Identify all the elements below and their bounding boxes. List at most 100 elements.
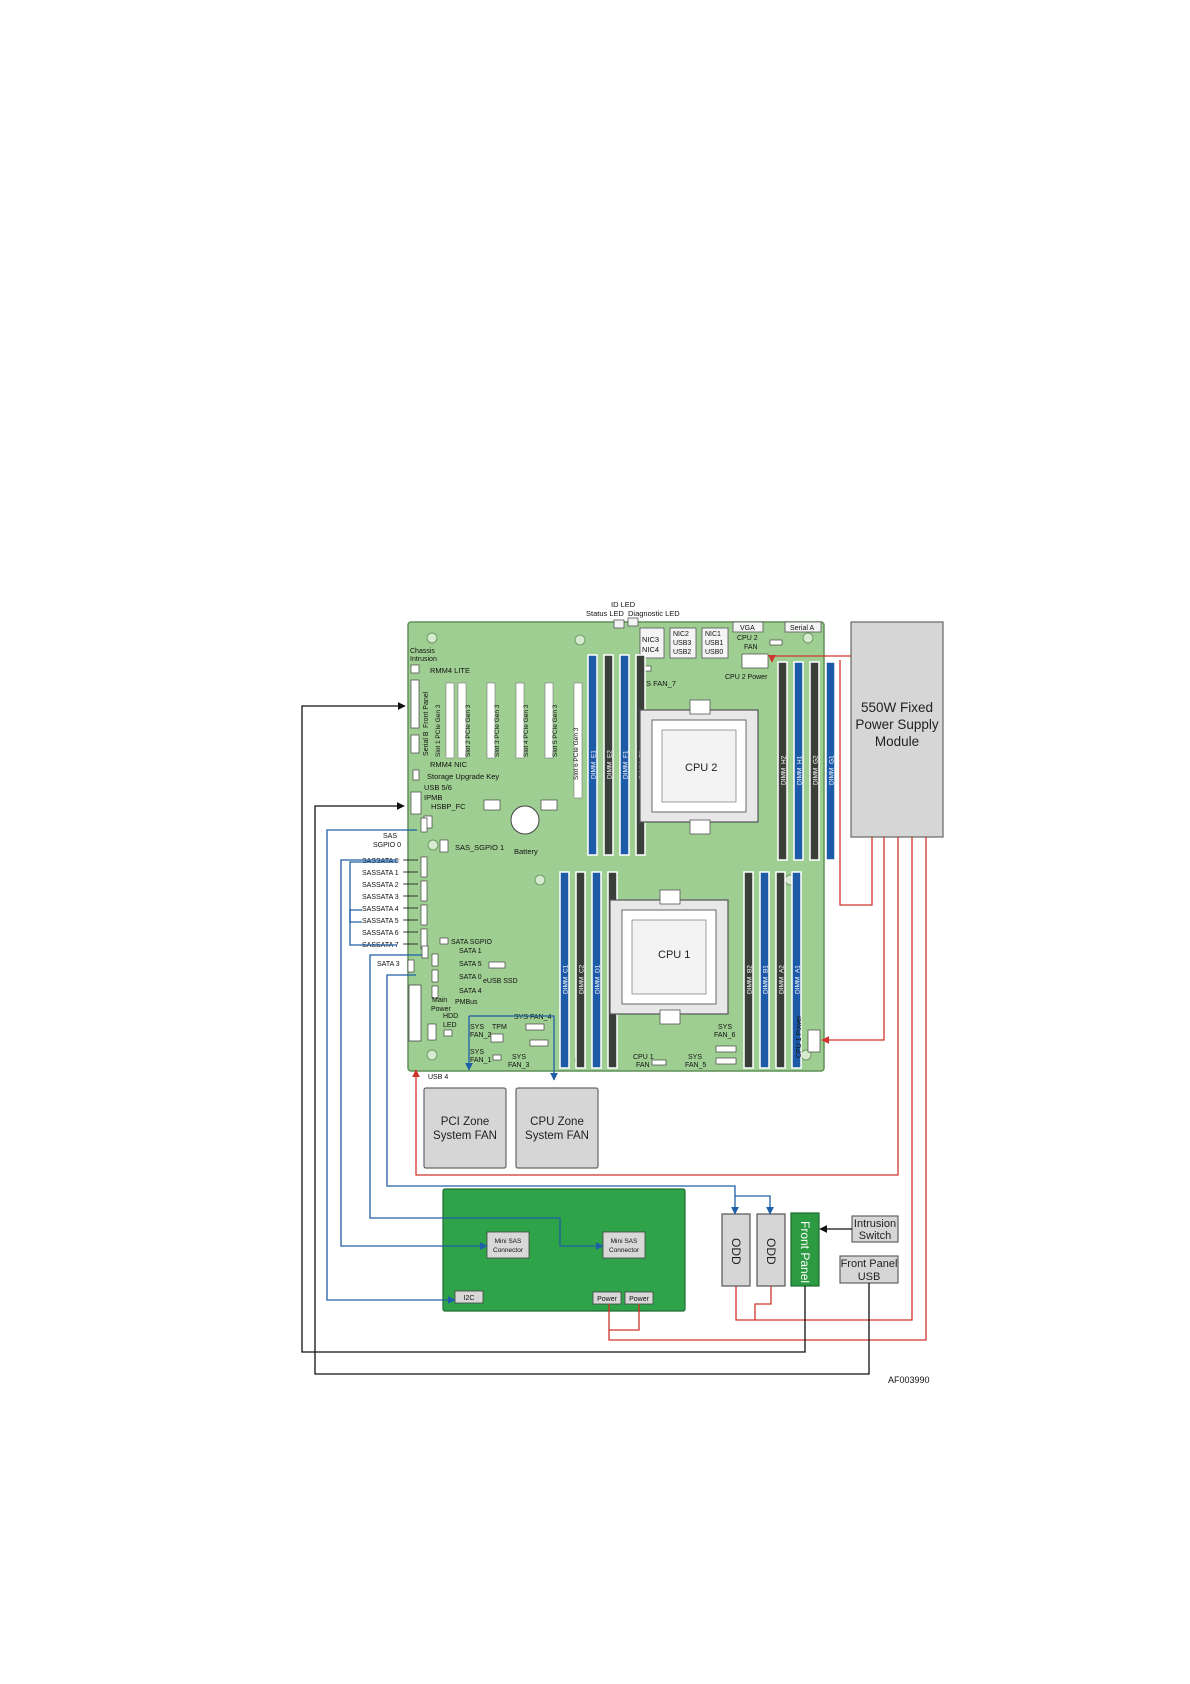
- dimm-slot-dimm-a1: [791, 871, 802, 1069]
- vga-label: VGA: [740, 625, 755, 632]
- storage-power-1-label: Power: [597, 1296, 618, 1303]
- psu-line2: Power Supply: [855, 717, 939, 732]
- sys-fan3-header: [529, 1039, 549, 1047]
- sas-sgpio0-label-b: SGPIO 0: [373, 842, 401, 849]
- dimm-slot-dimm-h1: [793, 661, 804, 861]
- cpu1-fan-header: [651, 1059, 667, 1066]
- hdd-led-label-b: LED: [443, 1022, 457, 1029]
- sata-sgpio-label: SATA SGPIO: [451, 939, 493, 946]
- pcie-slot-2-label: Slot 2 PCIe Gen 3: [465, 704, 472, 757]
- pcie-slot-3-label: Slot 3 PCIe Gen 3: [494, 704, 501, 757]
- dimm-label-dimm-g1: DIMM_G1: [829, 755, 836, 785]
- cpu-zone-fan-line2: System FAN: [525, 1130, 589, 1142]
- cpu2-power-label: CPU 2 Power: [725, 674, 768, 681]
- main-power-connector: [408, 984, 422, 1042]
- sys-fan1-header: [492, 1054, 502, 1061]
- sassata-1-label: SASSATA 1: [362, 870, 399, 877]
- battery-label: Battery: [514, 847, 538, 856]
- front-panel-usb-line2: USB: [858, 1271, 881, 1283]
- mini-sas-2-line1: Mini SAS: [611, 1238, 638, 1245]
- tpm-label: TPM: [492, 1024, 507, 1031]
- sys-fan2-label-b: FAN_2: [470, 1032, 492, 1039]
- sys-fan6-label-a: SYS: [718, 1024, 732, 1031]
- intrusion-label: Intrusion: [410, 656, 437, 663]
- id-led-label: ID LED: [611, 600, 636, 609]
- dimm-slot-dimm-c2: [575, 871, 586, 1069]
- rmm4-lite-label: RMM4 LITE: [430, 666, 470, 675]
- rear-io-connectors: [613, 617, 822, 659]
- cpu1-label: CPU 1: [658, 949, 690, 961]
- front-panel-label: Front Panel: [798, 1221, 812, 1283]
- hsbp-fc-label: HSBP_FC: [431, 802, 466, 811]
- chassis-label: Chassis: [410, 648, 435, 655]
- sassata-2-label: SASSATA 2: [362, 882, 399, 889]
- sys-fan5-label-a: SYS: [688, 1054, 702, 1061]
- cpu2-fan-header: [769, 639, 783, 646]
- sassata-connector-1: [420, 880, 428, 902]
- intrusion-switch-box: [851, 1215, 899, 1243]
- sassata-connector-0: [420, 856, 428, 878]
- dimm-slot-dimm-g2: [809, 661, 820, 861]
- front-panel-header-label: Front Panel: [423, 691, 430, 728]
- dimm-label-dimm-e2: DIMM_E2: [607, 750, 614, 779]
- odd-2-label: ODD: [764, 1238, 778, 1265]
- battery-clip-left: [483, 799, 501, 811]
- pcie-slot-6-label: Slot 6 PCIe Gen 3: [573, 727, 580, 780]
- i2c-label: I2C: [464, 1295, 475, 1302]
- sys-fan5-label-b: FAN_5: [685, 1062, 707, 1069]
- cpu-zone-fan-box: [515, 1087, 599, 1169]
- sata-connectors: [407, 945, 439, 999]
- sys-fan4-header: [525, 1023, 545, 1031]
- pci-zone-fan-line1: PCI Zone: [441, 1116, 490, 1128]
- mini-sas-connector-1: [486, 1231, 530, 1259]
- storage-power-2-label: Power: [629, 1296, 650, 1303]
- nic3-label: NIC3: [642, 635, 659, 644]
- dimm-label-dimm-h1: DIMM_H1: [797, 755, 804, 785]
- usb56-label: USB 5/6: [424, 783, 452, 792]
- usb4-header: [427, 1023, 437, 1041]
- sas-sgpio0-label-a: SAS: [383, 833, 397, 840]
- pci-zone-fan-box: [423, 1087, 507, 1169]
- pcie-slots: [445, 682, 583, 799]
- nic4-label: NIC4: [642, 645, 659, 654]
- sata3-label: SATA 3: [377, 961, 400, 968]
- sys-fan7-label: SYS FAN_7: [636, 679, 676, 688]
- dimm-label-dimm-d1: DIMM_D1: [595, 964, 602, 994]
- rmm4-nic-label: RMM4 NIC: [430, 760, 468, 769]
- status-led-label: Status LED: [586, 609, 625, 618]
- tpm-header: [490, 1033, 504, 1043]
- sata5-label: SATA 5: [459, 961, 482, 968]
- psu-box: [850, 621, 944, 838]
- cpu1-power-label: CPU 1 Power: [796, 1015, 803, 1058]
- cpu2-power-connector: [741, 653, 769, 669]
- intrusion-switch-line1: Intrusion: [854, 1218, 896, 1230]
- cpu-zone-fan-line1: CPU Zone: [530, 1116, 584, 1128]
- signal-cables: [301, 702, 870, 1375]
- hdd-led-header: [443, 1029, 453, 1037]
- psu-line1: 550W Fixed: [861, 700, 933, 715]
- usb3-label: USB3: [673, 640, 691, 647]
- sassata-5-label: SASSATA 5: [362, 918, 399, 925]
- dimm-label-dimm-g2: DIMM_G2: [813, 755, 820, 785]
- front-panel-usb-line1: Front Panel: [841, 1258, 898, 1270]
- cpu1-fan-label-a: CPU 1: [633, 1054, 654, 1061]
- sys-fan1-label-b: FAN_1: [470, 1057, 492, 1064]
- dimm-slot-dimm-a2: [775, 871, 786, 1069]
- mini-sas-1-line2: Connector: [493, 1247, 524, 1254]
- cpu1-socket: [609, 889, 729, 1025]
- usb2-label: USB2: [673, 649, 691, 656]
- sata-sgpio-header: [439, 937, 449, 945]
- sys-fan6-label-b: FAN_6: [714, 1032, 736, 1039]
- cpu2-label: CPU 2: [685, 762, 717, 774]
- sata0-label: SATA 0: [459, 974, 482, 981]
- figure-id: AF003990: [888, 1375, 930, 1385]
- intrusion-switch-line2: Switch: [859, 1230, 891, 1242]
- battery-clip-right: [540, 799, 558, 811]
- hdd-led-label-a: HDD: [443, 1013, 458, 1020]
- serial-b-header: [410, 734, 420, 754]
- sas-sgpio0-header: [420, 817, 428, 833]
- sys-fan6-header: [715, 1045, 737, 1053]
- cpu2-fan-label-a: CPU 2: [737, 635, 758, 642]
- main-power-label-b: Power: [431, 1006, 452, 1013]
- cpu2-socket: [639, 699, 759, 835]
